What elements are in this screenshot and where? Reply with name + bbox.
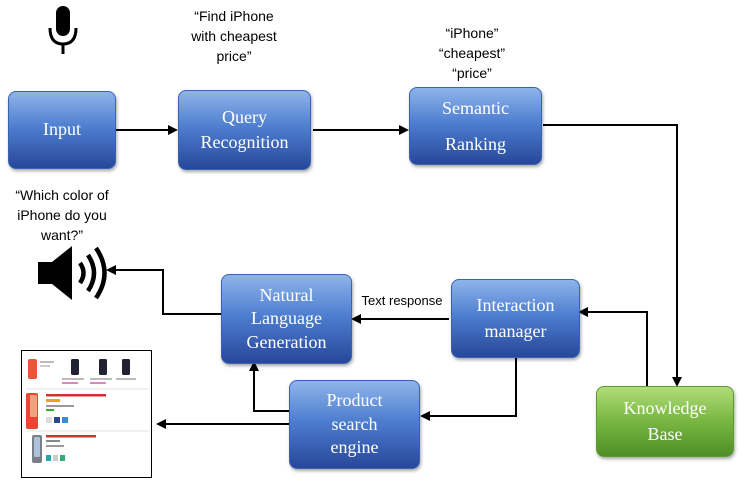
semantic-ranking-box: Semantic Ranking xyxy=(409,87,542,165)
keywords-annotation: “iPhone” “cheapest” “price” xyxy=(438,25,506,81)
interaction-manager-box: Interaction manager xyxy=(451,279,580,358)
arrow-semantic-to-knowledge xyxy=(543,124,682,387)
arrow-interaction-to-product xyxy=(420,358,517,421)
arrow-product-to-nlg xyxy=(249,361,289,412)
arrow-nlg-to-speaker xyxy=(106,265,221,315)
text-response-label: Text response xyxy=(361,293,443,308)
query-recognition-box: Query Recognition xyxy=(178,90,311,170)
query-text-annotation: “Find iPhone with cheapest price” xyxy=(191,8,277,64)
input-box: Input xyxy=(8,91,116,169)
product-search-engine-box: Product search engine xyxy=(289,380,420,469)
microphone-icon xyxy=(46,6,80,54)
product-listing-screenshot xyxy=(21,350,152,478)
nlg-box: Natural Language Generation xyxy=(221,274,352,364)
arrow-knowledge-to-interaction xyxy=(578,307,648,387)
speaker-icon xyxy=(38,246,108,300)
response-question-annotation: “Which color of iPhone do you want?” xyxy=(15,187,109,243)
knowledge-base-box: Knowledge Base xyxy=(596,386,734,457)
